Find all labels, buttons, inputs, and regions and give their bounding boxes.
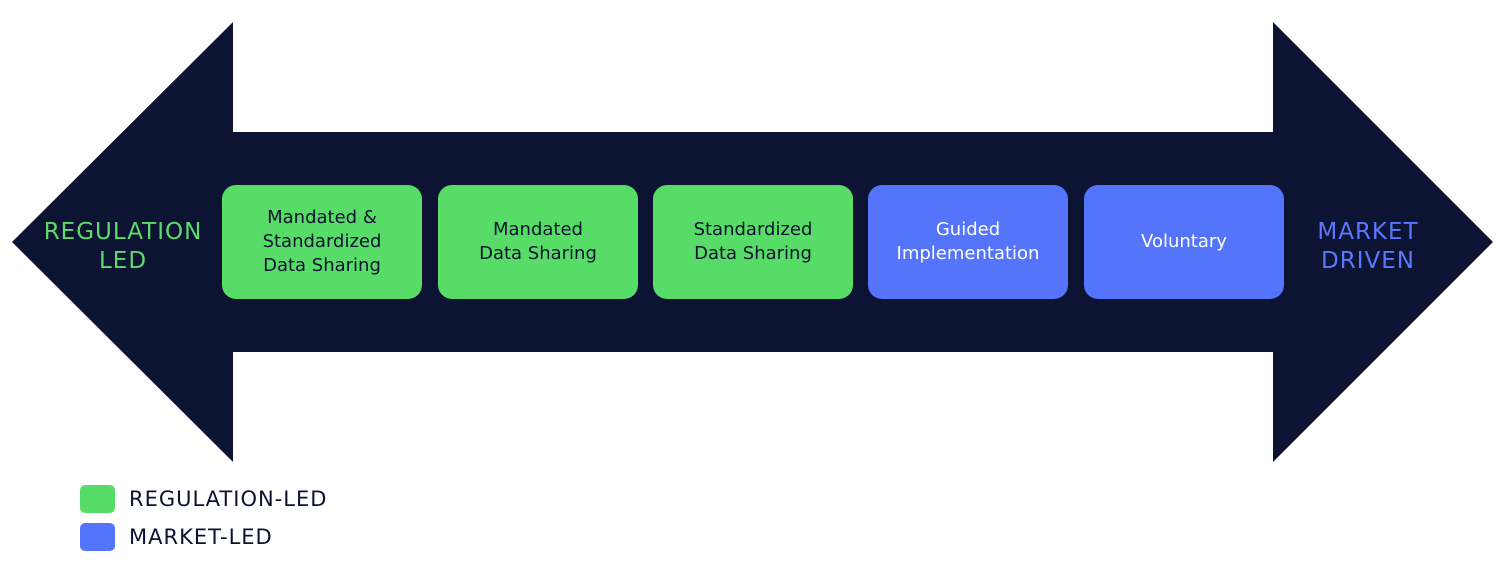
stage-text-line: Guided [935,219,1001,240]
legend-item-market: MARKET-LED [80,522,327,552]
stage-mandated: Mandated Data Sharing [438,185,638,299]
stage-guided-implementation: Guided Implementation [868,185,1068,299]
left-label-line2: LED [98,248,148,274]
stage-text-line: Data Sharing [694,243,812,264]
legend-swatch-regulation [80,485,115,513]
stage-text-line: Data Sharing [263,255,381,276]
stage-voluntary: Voluntary [1084,185,1284,299]
stage-text-line: Standardized [693,219,813,240]
stage-text-line: Data Sharing [479,243,597,264]
stage-text-line: Standardized [262,231,382,252]
stage-text-line: Mandated & [267,207,377,228]
legend-item-regulation: REGULATION-LED [80,484,327,514]
regulation-led-end-label: REGULATION LED [28,218,218,276]
legend: REGULATION-LED MARKET-LED [80,484,327,560]
legend-label-market: MARKET-LED [129,525,273,549]
right-label-line2: DRIVEN [1321,248,1415,274]
stage-text-line: Implementation [896,243,1040,264]
left-label-line1: REGULATION [43,219,203,245]
stage-standardized: Standardized Data Sharing [653,185,853,299]
legend-swatch-market [80,523,115,551]
legend-label-regulation: REGULATION-LED [129,487,328,511]
stage-text-line: Voluntary [1141,231,1227,252]
market-driven-end-label: MARKET DRIVEN [1290,218,1446,276]
stage-mandated-standardized: Mandated & Standardized Data Sharing [222,185,422,299]
stage-text-line: Mandated [493,219,583,240]
right-label-line1: MARKET [1317,219,1419,245]
